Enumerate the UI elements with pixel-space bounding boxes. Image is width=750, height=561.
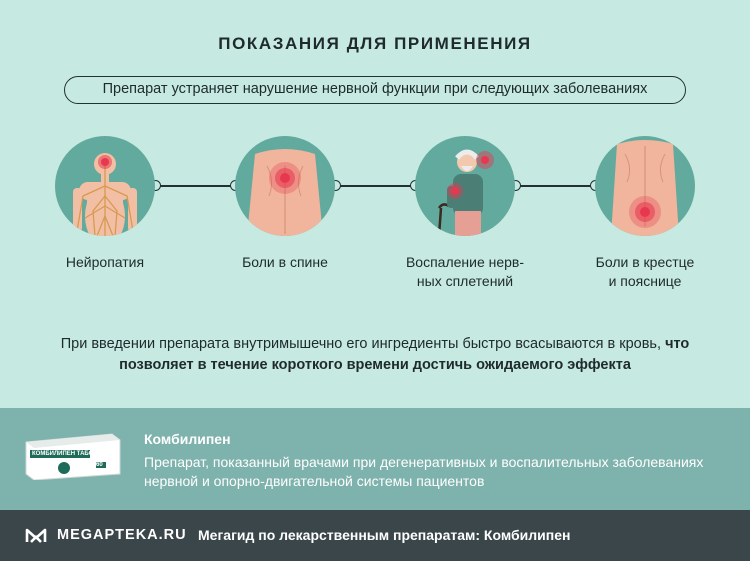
page-title: ПОКАЗАНИЯ ДЛЯ ПРИМЕНЕНИЯ [218, 34, 532, 53]
indications-section: ПОКАЗАНИЯ ДЛЯ ПРИМЕНЕНИЯ Препарат устран… [55, 34, 695, 376]
description-text: При введении препарата внутримышечно его… [60, 334, 690, 376]
product-box-label: КОМБИЛИПЕН ТАБС [32, 451, 93, 457]
megapteka-logo-text[interactable]: MEGAPTEKA.RU [57, 527, 187, 543]
elderly-man-icon [415, 136, 515, 236]
indication-label-lower-back: Боли в крестце и пояснице [595, 254, 695, 289]
indication-label-plexus: Воспаление нерв- ных сплетений [405, 254, 525, 289]
indication-label-back-pain: Боли в спине [242, 254, 328, 270]
connector-line [520, 185, 596, 187]
megapteka-logo-icon [24, 524, 48, 546]
indication-label-neuropathy: Нейропатия [65, 254, 145, 270]
product-box-count: 60 [96, 462, 103, 468]
connector-line [160, 185, 236, 187]
connector-line [340, 185, 416, 187]
product-description: Препарат, показанный врачами при дегенер… [144, 454, 704, 489]
lower-back-pain-icon [595, 136, 695, 236]
product-name: Комбилипен [144, 431, 231, 447]
product-box-image: КОМБИЛИПЕН ТАБС 60 [22, 428, 122, 481]
description-bold: что позволяет в течение короткого времен… [119, 336, 690, 373]
subtitle-pill: Препарат устраняет нарушение нервной фун… [64, 76, 686, 104]
back-pain-icon [235, 136, 335, 236]
footer: MEGAPTEKA.RU Мегагид по лекарственным пр… [0, 510, 750, 561]
description-normal: При введении препарата внутримышечно его… [60, 336, 662, 352]
nervous-system-icon [55, 136, 155, 236]
product-info-band: КОМБИЛИПЕН ТАБС 60 Комбилипен Препарат, … [0, 408, 750, 510]
footer-caption: Мегагид по лекарственным препаратам: Ком… [198, 527, 571, 543]
